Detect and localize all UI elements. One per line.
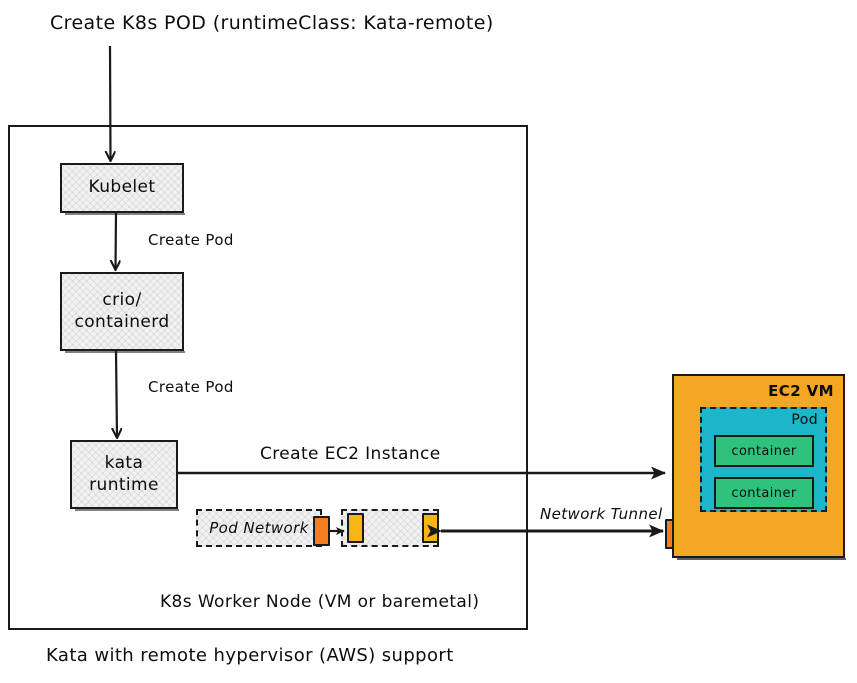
container-label: container [731, 443, 797, 459]
node-pod-network-label: Pod Network [209, 519, 309, 537]
edge-label-create-pod-2: Create Pod [148, 378, 234, 396]
ec2-vm-label: EC2 VM [768, 382, 834, 400]
node-crio-containerd-label: crio/ containerd [74, 289, 170, 332]
container-label: container [731, 485, 797, 501]
node-kata-runtime-label: kata runtime [89, 452, 159, 495]
node-kata-runtime[interactable]: kata runtime [70, 440, 179, 511]
node-kubelet-label: Kubelet [88, 177, 156, 198]
ec2-vm-box[interactable]: EC2 VM Pod container container [672, 374, 846, 560]
k8s-worker-node-label: K8s Worker Node (VM or baremetal) [160, 592, 480, 612]
pod-network-endpoint-chip-icon [313, 516, 330, 546]
diagram-caption: Kata with remote hypervisor (AWS) suppor… [46, 645, 454, 666]
node-kubelet[interactable]: Kubelet [60, 163, 185, 215]
diagram-title: Create K8s POD (runtimeClass: Kata-remot… [50, 12, 494, 34]
container-box[interactable]: container [714, 477, 814, 509]
node-crio-containerd[interactable]: crio/ containerd [60, 272, 185, 353]
node-pod-network[interactable]: Pod Network [196, 509, 322, 547]
edge-label-network-tunnel: Network Tunnel [540, 505, 663, 523]
edge-label-create-pod-1: Create Pod [148, 231, 234, 249]
pod-box[interactable]: Pod container container [700, 407, 827, 512]
pod-label: Pod [791, 412, 818, 428]
relay-right-endpoint-chip-icon [422, 513, 439, 543]
edge-label-create-ec2-instance: Create EC2 Instance [260, 444, 441, 464]
relay-left-endpoint-chip-icon [347, 513, 364, 543]
container-box[interactable]: container [714, 435, 814, 467]
